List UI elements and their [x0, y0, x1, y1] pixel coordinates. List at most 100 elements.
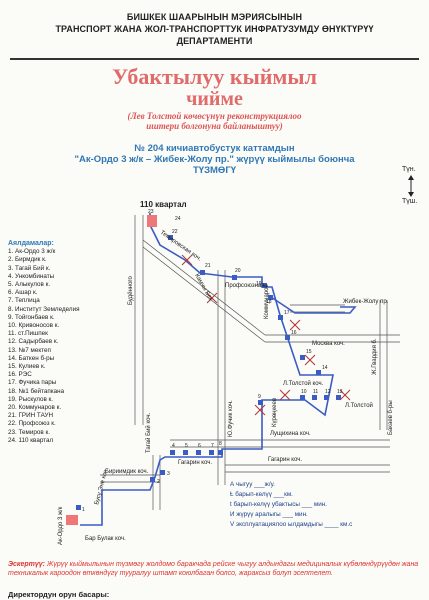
stop-number: 9	[258, 394, 261, 400]
stop-number: 1	[82, 507, 85, 513]
legend-stop: 13. №7 мектеп	[8, 346, 51, 354]
street-grid	[100, 215, 400, 510]
label-budennogo: Будённого	[128, 276, 134, 305]
legend-stop: 23. Темиров к.	[8, 428, 50, 436]
legend-stop: 11. ст.Пишпек	[8, 330, 48, 338]
legend-stop: 7. Теплица	[8, 297, 40, 305]
title-line-2: чийме	[186, 88, 243, 110]
label-kurenkeev: Күрөңкеев	[272, 398, 278, 427]
stop-number: 8	[219, 441, 222, 447]
note-text: Жүрүү кыймылынын түзмөгү жолдомо баракча…	[8, 561, 419, 577]
legend-stop: 4. Ункомбинаты	[8, 272, 55, 280]
legend-stop: 18. №1 бейтапкана	[8, 387, 65, 395]
label-kommunarov: Коммунаров	[264, 284, 270, 319]
label-profsoyuz: Профсоюзная	[225, 283, 264, 289]
stop-number: 12	[325, 389, 331, 395]
stop-number: 4	[172, 443, 175, 449]
route-line-3: ТҮЗМӨГҮ	[192, 165, 236, 176]
legend-stop: 10. Кривоносов к.	[8, 322, 60, 330]
legend-title: Аялдамалар:	[8, 240, 54, 247]
route-line	[80, 213, 334, 526]
route-info: А чыгуу ___ж/у. Ƚ барып-келүү ___км. t б…	[230, 480, 352, 530]
header-divider	[10, 58, 419, 60]
label-110-quarter: 110 квартал	[140, 200, 187, 209]
route-line-upper	[267, 294, 357, 314]
route-line-2: "Ак-Ордо 3 ж/к – Жибек-Жолу пр." жүрүү к…	[74, 154, 355, 165]
legend-stop: 21. ГРИН ТАУН	[8, 412, 54, 420]
route-line-1: № 204 кичиавтобустук каттамдын	[134, 143, 295, 154]
subtitle-line-1: (Лев Толстой көчөсүнүн реконструкциялоо	[127, 111, 302, 121]
stop-number: 10	[301, 389, 307, 395]
legend-stop: 5. Алыкулов к.	[8, 281, 51, 289]
terminal-start-marker	[66, 515, 78, 525]
header-line-1: БИШКЕК ШААРЫНЫН МЭРИЯСЫНЫН	[126, 12, 303, 22]
header-line-3: ДЕПАРТАМЕНТИ	[176, 36, 253, 46]
info-line-5: V эксплуатациялоо ылдамдыгы ____ км.с	[230, 521, 353, 528]
legend-stop: 2. Бирмдик к.	[8, 256, 47, 264]
label-birimdik: Бириимдик коч.	[105, 469, 149, 475]
stop-number: 15	[306, 349, 312, 355]
stop-number: 5	[185, 443, 188, 449]
info-line-2: Ƚ барып-келүү ___км.	[230, 491, 293, 498]
stop-number: 6	[198, 443, 201, 449]
legend-stop: 15. Кулиев к.	[8, 363, 46, 371]
legend-stop: 12. Садырбаев к.	[8, 338, 59, 346]
info-line-4: И жүрүү аралыгы ___ мин.	[230, 511, 308, 518]
note: Эскертүү: Жүрүү кыймылынын түзмөгү жолдо…	[8, 560, 424, 578]
label-jgvardiya: Ж.Гвардия б.	[372, 338, 378, 375]
legend-stop: 19. Рыскулов к.	[8, 395, 54, 403]
compass-arrow-icon	[408, 175, 414, 197]
stop-number: 24	[175, 216, 181, 222]
label-jibek-jolu: Жибек-Жолу пр.	[343, 299, 389, 305]
north-label: Түн.	[402, 166, 416, 173]
stop-number: 3	[167, 471, 170, 477]
stops	[76, 235, 341, 510]
stop-number: 17	[284, 310, 290, 316]
stop-number: 18	[266, 299, 272, 305]
subtitle-line-2: иштери болгонуна байланыштуу)	[146, 121, 283, 131]
south-label: Түш.	[402, 198, 418, 205]
legend-stop: 22. Профсоюз к.	[8, 420, 56, 428]
stop-number: 16	[291, 330, 297, 336]
stop-number: 19	[256, 281, 262, 287]
legend-stop: 17. Фучика пары	[8, 379, 57, 387]
label-fuchika: Ю.Фучик коч.	[228, 400, 234, 437]
legend-stop: 14. Баткен б-ры	[8, 354, 55, 362]
note-label: Эскертүү:	[8, 561, 45, 568]
label-kamchy: Камчы Бек	[193, 273, 213, 302]
terminal-110-marker	[147, 215, 157, 227]
stop-number: 2	[157, 479, 160, 485]
stop-number: 11	[313, 389, 318, 395]
stop-number: 21	[205, 263, 211, 269]
label-bakaev: Бакаев б-ры	[388, 400, 394, 435]
legend-stop: 8. Институт Земледелия	[8, 305, 80, 313]
closure-marks	[181, 254, 351, 416]
legend-stop: 9. Тойгонбаев к.	[8, 313, 55, 321]
title-line-1: Убактылуу кыймыл	[112, 64, 317, 89]
legend-stop: 20. Коммунаров к.	[8, 404, 62, 412]
label-gagarin-1: Гагарин коч.	[178, 460, 212, 466]
stop-number: 22	[172, 229, 178, 235]
legend-stop: 3. Тагай Бий к.	[8, 264, 51, 272]
label-tagai: Тагай Бий коч.	[145, 413, 152, 453]
label-lushikhina: Лущихина коч.	[270, 431, 311, 437]
info-line-3: t барып-келүү убактысы ___ мин.	[230, 501, 328, 508]
route-map: 110 квартал Темировская коч. Будённого К…	[58, 200, 400, 545]
legend-stop: 24. 110 квартал	[8, 436, 54, 444]
header-line-2: ТРАНСПОРТ ЖАНА ЖОЛ-ТРАНСПОРТТУК ИНФРАТУЗ…	[55, 24, 374, 34]
label-tolstoy-top: Л.Толстой коч.	[283, 380, 324, 387]
label-tolstoy-side: Л.Толстой	[345, 402, 373, 409]
label-gagarin-2: Гагарин коч.	[268, 457, 302, 463]
legend-stop: 16. РЭС	[8, 371, 32, 379]
stop-number: 14	[322, 365, 328, 371]
label-bar-bulak: Бар Булак коч.	[85, 536, 126, 542]
label-moskva: Москва коч.	[312, 341, 345, 347]
legend-stop: 6. Ашар к.	[8, 289, 38, 297]
stop-number: 23	[148, 209, 154, 215]
stop-number: 20	[235, 268, 241, 274]
signature-line: Директордун орун басары:	[8, 590, 110, 599]
stop-number: 7	[211, 443, 214, 449]
stop-number: 13	[337, 389, 343, 395]
